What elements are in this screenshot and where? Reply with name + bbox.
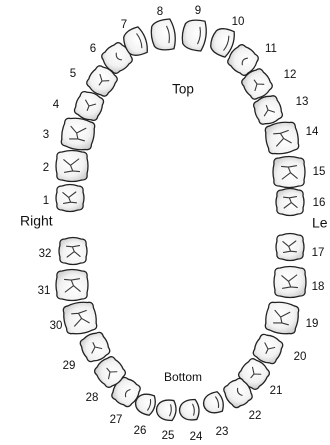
tooth-number-14: 14 [306, 126, 319, 138]
tooth-3[interactable] [60, 116, 97, 152]
tooth-number-6: 6 [90, 43, 96, 55]
tooth-crown [56, 270, 88, 301]
tooth-1[interactable] [56, 185, 84, 212]
tooth-32[interactable] [59, 238, 87, 265]
tooth-number-24: 24 [190, 431, 203, 443]
tooth-number-12: 12 [284, 69, 297, 81]
tooth-crown [56, 185, 84, 212]
tooth-number-7: 7 [121, 19, 127, 31]
tooth-16[interactable] [276, 189, 304, 216]
tooth-18[interactable] [274, 267, 306, 298]
tooth-number-4: 4 [53, 99, 60, 111]
tooth-number-3: 3 [43, 129, 49, 141]
tooth-crown [62, 300, 99, 336]
tooth-31[interactable] [56, 270, 88, 301]
tooth-crown [150, 18, 177, 51]
tooth-crown [276, 234, 304, 261]
tooth-number-23: 23 [216, 426, 229, 438]
tooth-number-26: 26 [134, 425, 147, 437]
tooth-crown [56, 151, 88, 182]
tooth-number-16: 16 [313, 197, 326, 209]
tooth-number-28: 28 [86, 392, 99, 404]
tooth-number-11: 11 [265, 43, 277, 55]
tooth-number-13: 13 [296, 96, 309, 108]
tooth-number-21: 21 [270, 385, 283, 397]
tooth-crown [264, 120, 301, 156]
tooth-number-9: 9 [195, 5, 201, 17]
tooth-15[interactable] [273, 157, 305, 188]
tooth-number-8: 8 [157, 6, 163, 18]
tooth-crown [181, 18, 208, 51]
top-arch-label: Top [172, 82, 194, 97]
tooth-crown [156, 399, 177, 421]
tooth-number-2: 2 [43, 162, 49, 174]
tooth-number-31: 31 [38, 285, 51, 297]
tooth-19[interactable] [264, 300, 301, 336]
bottom-arch-label: Bottom [164, 370, 202, 384]
tooth-number-25: 25 [162, 430, 175, 442]
tooth-crown [276, 189, 304, 216]
tooth-crown [59, 238, 87, 265]
tooth-number-15: 15 [313, 166, 326, 178]
right-side-label: Right [20, 213, 53, 229]
tooth-23[interactable] [201, 391, 225, 416]
tooth-number-22: 22 [249, 410, 262, 422]
teeth-group [56, 18, 306, 421]
tooth-number-17: 17 [312, 247, 325, 259]
tooth-2[interactable] [56, 151, 88, 182]
tooth-9[interactable] [181, 18, 208, 51]
tooth-14[interactable] [264, 120, 301, 156]
tooth-crown [201, 391, 225, 416]
tooth-number-10: 10 [232, 16, 245, 28]
tooth-17[interactable] [276, 234, 304, 261]
tooth-crown [60, 116, 97, 152]
tooth-number-30: 30 [50, 320, 63, 332]
tooth-crown [179, 399, 200, 421]
tooth-number-19: 19 [306, 318, 319, 330]
tooth-number-18: 18 [312, 281, 325, 293]
tooth-number-29: 29 [63, 360, 76, 372]
tooth-number-1: 1 [43, 195, 49, 207]
tooth-crown [274, 267, 306, 298]
tooth-24[interactable] [179, 399, 200, 421]
tooth-number-20: 20 [294, 351, 307, 363]
tooth-number-27: 27 [110, 414, 123, 426]
tooth-25[interactable] [156, 399, 177, 421]
tooth-8[interactable] [150, 18, 177, 51]
tooth-crown [264, 300, 301, 336]
left-side-label: Le [312, 215, 328, 231]
tooth-crown [273, 157, 305, 188]
tooth-number-5: 5 [70, 68, 76, 80]
tooth-30[interactable] [62, 300, 99, 336]
tooth-number-32: 32 [39, 248, 52, 260]
